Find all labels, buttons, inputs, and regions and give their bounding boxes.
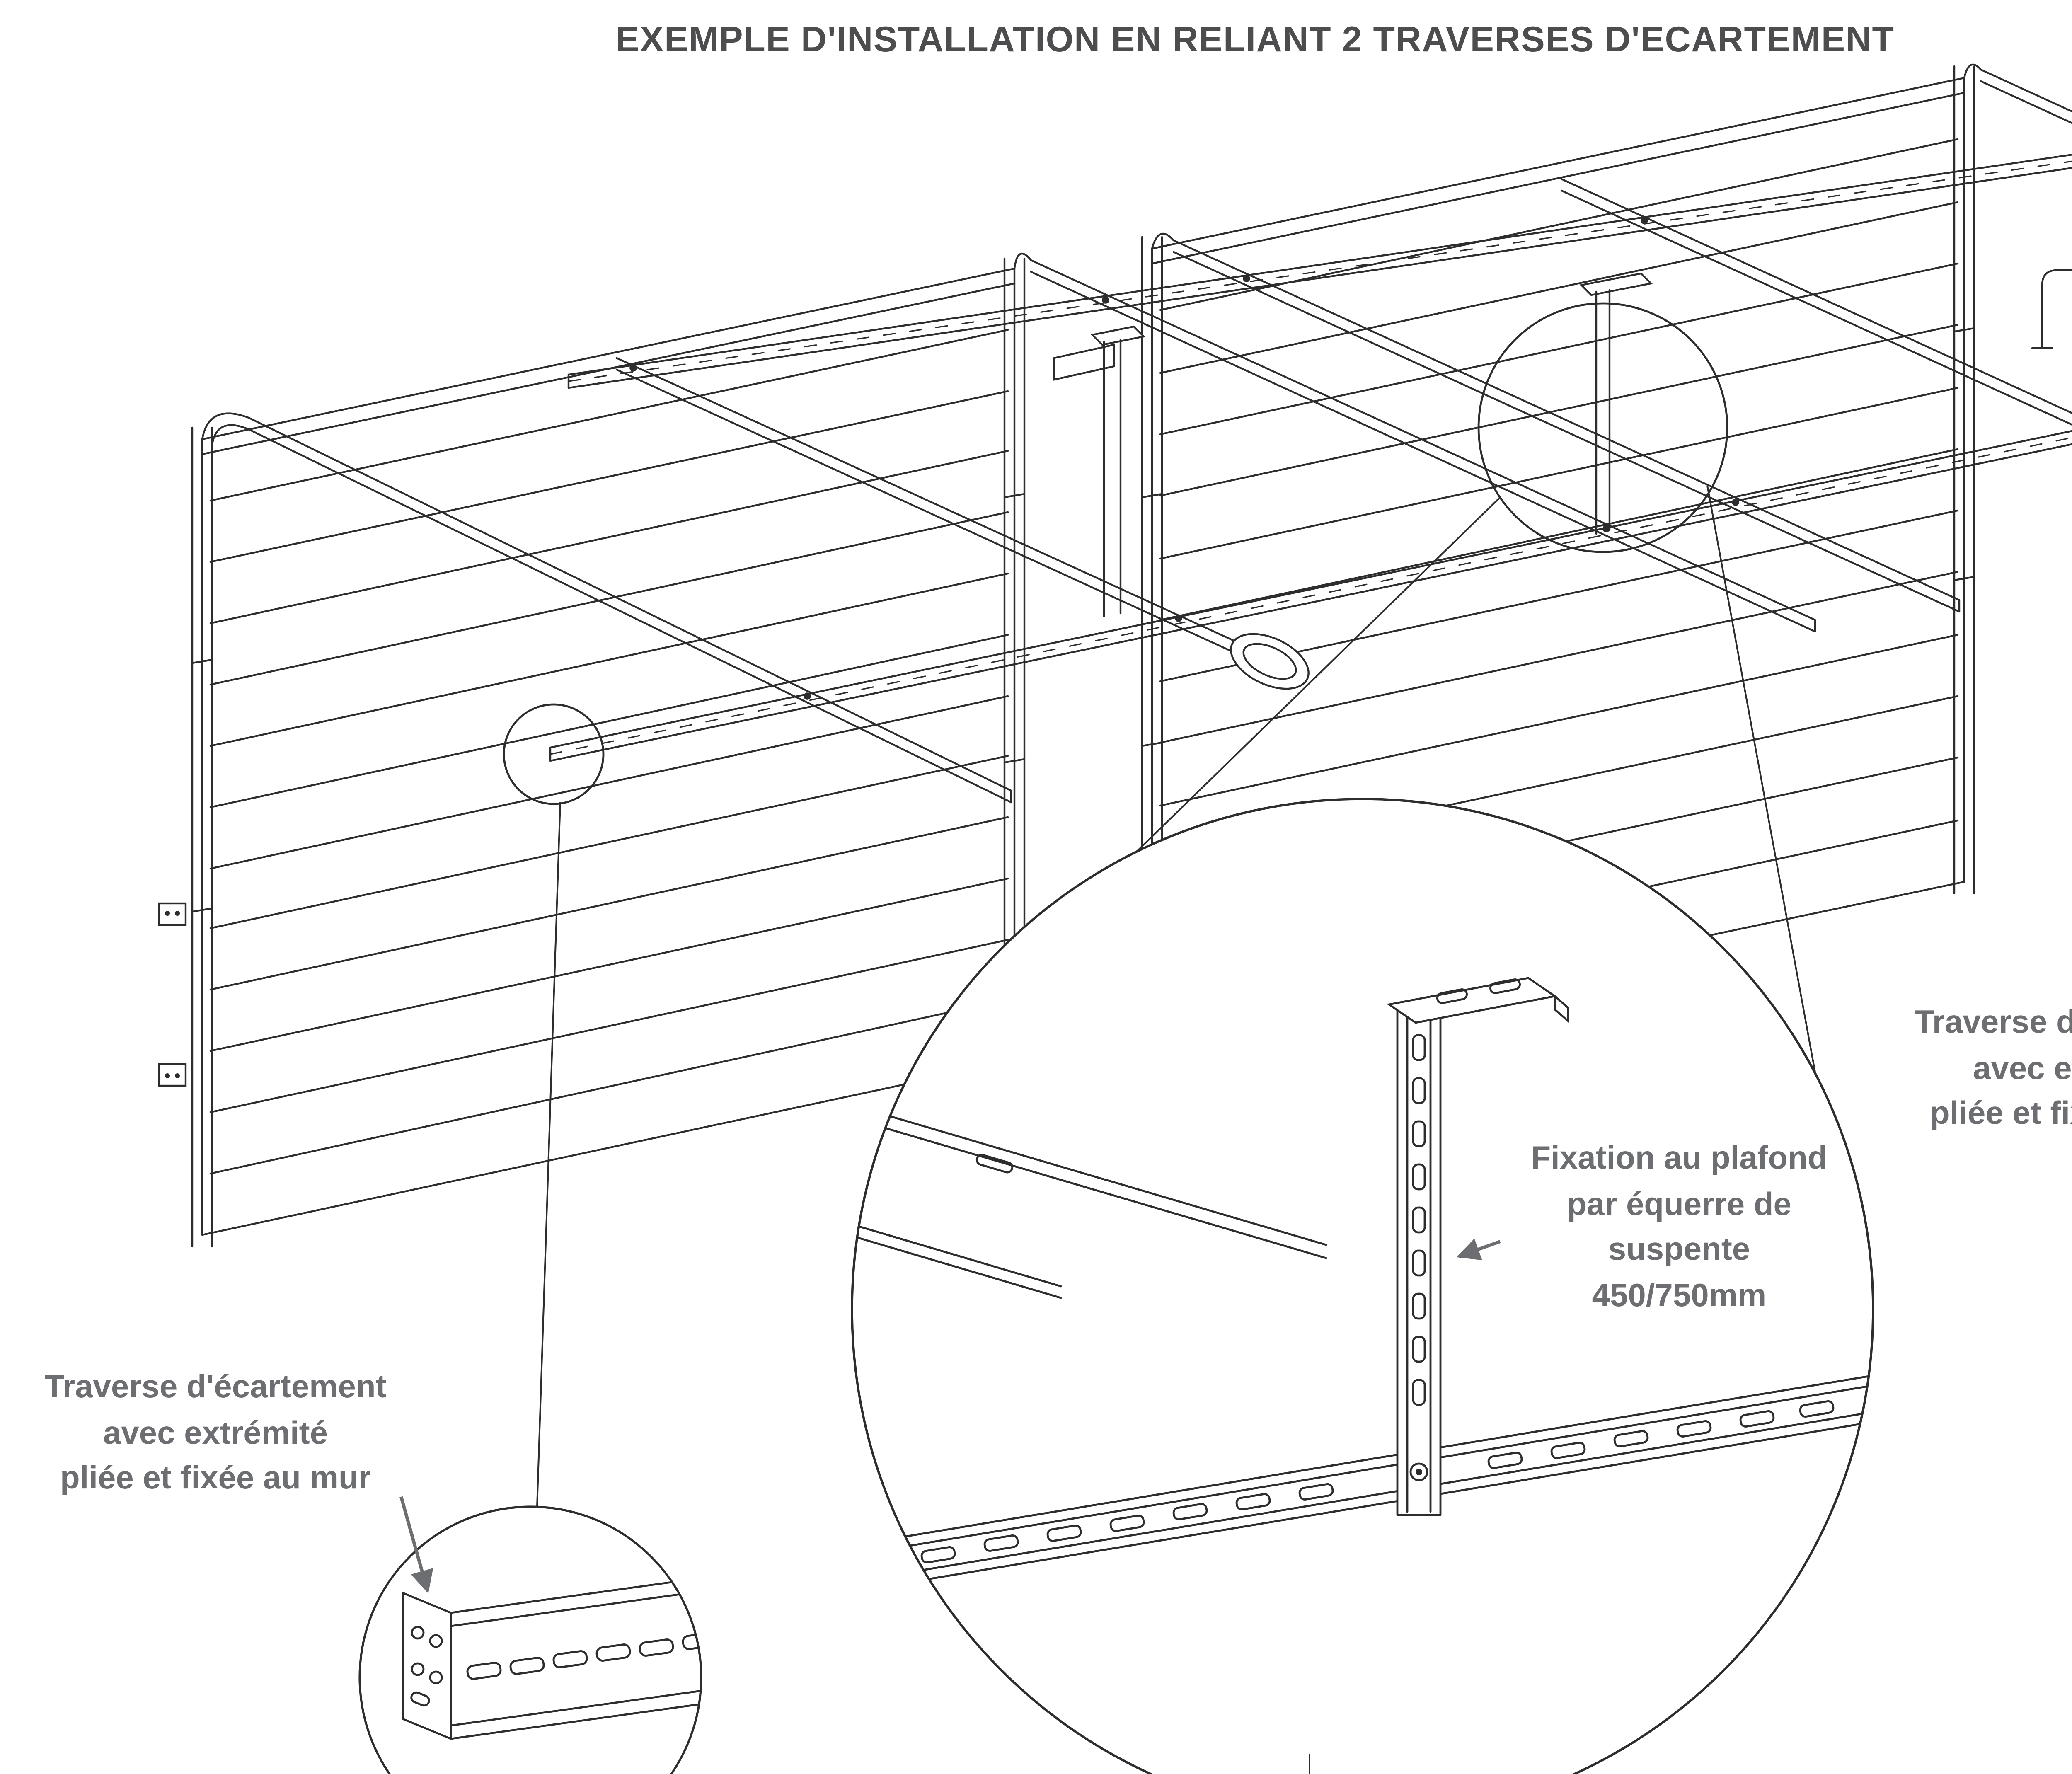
ring-ceiling-fixation [1477, 302, 1728, 553]
callout-rings [503, 302, 1728, 805]
traverse-ecartement-rear [567, 154, 2072, 389]
label-line: pliée et fixée au mur [60, 1461, 371, 1498]
bent-end-plate [402, 1591, 452, 1740]
wall-bracket-icon [158, 902, 187, 1087]
label-line: Fixation au plafond [1531, 1140, 1828, 1177]
ring-left-traverse-end [503, 703, 605, 805]
diagram-title: EXEMPLE D'INSTALLATION EN RELIANT 2 TRAV… [615, 20, 1895, 60]
label-line: 450/750mm [1592, 1278, 1767, 1315]
label-line: Traverse d'écartement [1914, 1004, 2072, 1041]
callout-label-right: Traverse d'écartement avec extrémité pli… [1876, 1001, 2072, 1139]
label-line: avec extrémité [103, 1415, 328, 1452]
traverse-ecartement-front [549, 344, 2072, 762]
ceiling-hook-icon [2041, 269, 2072, 349]
arrow-center-label [1456, 1238, 1501, 1261]
main-drawing [158, 63, 2072, 1248]
ceiling-rails [201, 63, 2072, 804]
label-line: suspente [1608, 1232, 1750, 1269]
label-line: par équerre de [1567, 1186, 1791, 1223]
arrow-left-label [399, 1496, 433, 1594]
crop-marks [1309, 1754, 1310, 1774]
garage-door-left [158, 257, 1026, 1248]
detail-ceiling-fixation [851, 798, 1874, 1774]
door-operator-motor-left [1230, 633, 1310, 690]
label-arrows [399, 1238, 1501, 1594]
callout-label-left: Traverse d'écartement avec extrémité pli… [13, 1366, 418, 1503]
ceiling-angle-bracket [1386, 977, 1569, 1024]
label-line: Traverse d'écartement [44, 1369, 387, 1406]
garage-door-right [1141, 65, 1975, 1064]
suspension-profile [1396, 1010, 1442, 1516]
ceiling-suspension-brackets [1090, 269, 2072, 618]
bolt-dots [629, 217, 1739, 700]
label-line: pliée et fixée au mur [1930, 1096, 2072, 1133]
label-line: avec extrémité [1973, 1050, 2072, 1087]
callout-label-center: Fixation au plafond par équerre de suspe… [1487, 1137, 1871, 1321]
